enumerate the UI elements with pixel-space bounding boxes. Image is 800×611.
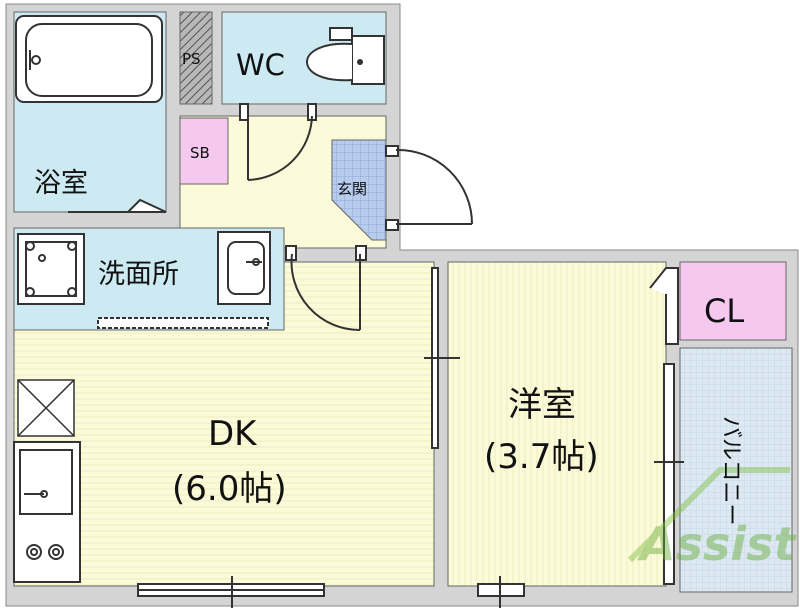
balcony-window	[654, 363, 684, 585]
refrigerator-space	[17, 379, 75, 437]
toilet-label: WC	[236, 48, 285, 82]
western-name-label: 洋室	[508, 385, 576, 425]
bath-label: 浴室	[34, 168, 88, 199]
pipe-space-floor	[179, 11, 213, 105]
washroom-label: 洗面所	[98, 259, 179, 290]
sliding-door-dk-western	[424, 267, 460, 449]
shoe-box-floor	[179, 117, 229, 185]
bath-door	[68, 198, 167, 213]
washbasin	[217, 231, 271, 305]
kitchen-counter	[13, 441, 81, 583]
balcony-floor	[679, 347, 793, 593]
watermark-text: Assist	[637, 517, 798, 571]
entrance-door	[385, 145, 473, 231]
western-size-label: (3.7帖)	[484, 437, 599, 477]
shoe-box-label: SB	[190, 144, 210, 162]
washroom-wall-shelf	[97, 317, 269, 329]
dk-window	[137, 576, 325, 608]
dk-door	[285, 245, 367, 332]
entrance-label: 玄関	[337, 180, 367, 198]
dk-name-label: DK	[208, 414, 258, 454]
dk-size-label: (6.0帖)	[172, 469, 287, 509]
pipe-space-label: PS	[182, 50, 201, 68]
entrance-floor	[331, 139, 387, 241]
balcony-label: バルコニー	[718, 416, 743, 526]
closet-door	[649, 267, 679, 345]
western-window	[477, 576, 525, 608]
closet-label: CL	[704, 292, 744, 330]
washing-machine-pan	[17, 233, 85, 305]
watermark-logo: Assist	[627, 467, 798, 571]
closet-floor	[679, 261, 787, 341]
toilet-bowl	[306, 27, 385, 85]
wc-door	[239, 103, 317, 181]
western-floor	[447, 261, 667, 587]
bathtub	[15, 15, 163, 103]
